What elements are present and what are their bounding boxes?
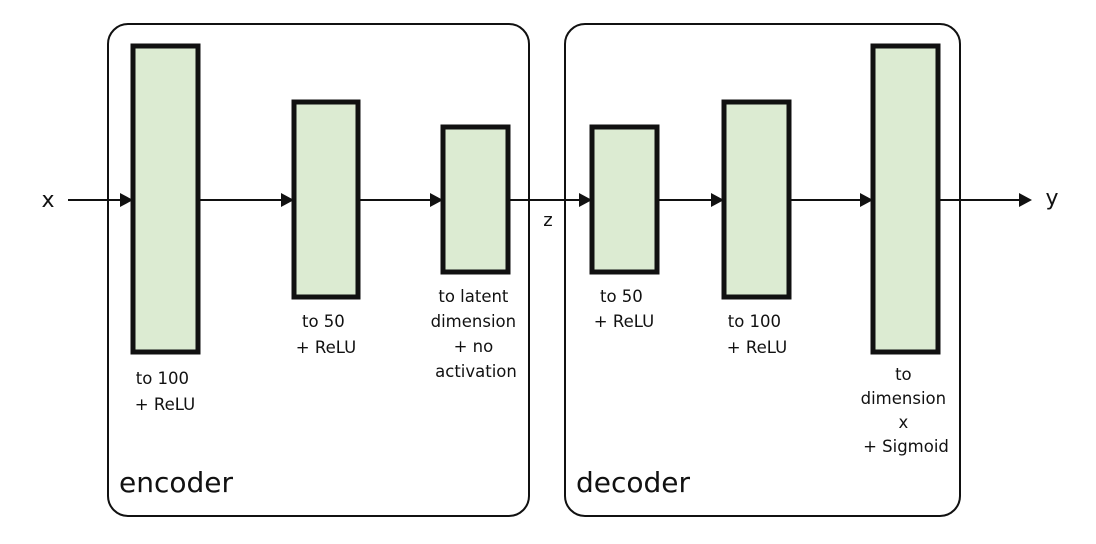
- decoder-layer-1-caption-line-1: to 50: [600, 287, 643, 306]
- decoder-layer-2-caption-line-1: to 100: [728, 312, 781, 331]
- arrowhead-dec1: [579, 193, 592, 207]
- decoder-layer-1: [589, 124, 660, 275]
- decoder-layer-2-caption: to 100 + ReLU: [727, 312, 787, 357]
- encoder-label: encoder: [119, 466, 233, 499]
- encoder-layer-3-caption-line-4: activation: [435, 362, 517, 381]
- arrowhead-enc3: [430, 193, 443, 207]
- encoder-layer-2-caption: to 50 + ReLU: [296, 312, 356, 357]
- latent-label: z: [543, 210, 552, 231]
- decoder-label: decoder: [576, 466, 691, 499]
- arrowhead-dec2: [711, 193, 724, 207]
- decoder-layer-3-caption-line-1: to: [895, 365, 912, 384]
- encoder-layer-3-caption: to latent dimension + no activation: [431, 287, 522, 381]
- arrowhead-input: [120, 193, 133, 207]
- decoder-layer-3-caption-line-4: + Sigmoid: [863, 437, 949, 456]
- decoder-layer-2-caption-line-2: + ReLU: [727, 338, 787, 357]
- encoder-layer-3-caption-line-3: + no: [454, 337, 494, 356]
- arrowhead-enc2: [281, 193, 294, 207]
- decoder-layer-2: [721, 99, 792, 300]
- encoder-layer-3-caption-line-2: dimension: [431, 312, 516, 331]
- decoder-layer-1-caption: to 50 + ReLU: [594, 287, 654, 331]
- arrowhead-output: [1019, 193, 1032, 207]
- encoder-layer-1-caption: to 100 + ReLU: [135, 369, 195, 414]
- decoder-layer-3-caption-line-3: x: [898, 413, 908, 432]
- decoder-layer-1-caption-line-2: + ReLU: [594, 312, 654, 331]
- encoder-layer-1: [130, 43, 201, 355]
- encoder-layer-1-caption-line-1: to 100: [136, 369, 189, 388]
- encoder-layer-3: [440, 124, 511, 275]
- encoder-layer-2: [291, 99, 361, 300]
- arrowhead-dec3: [860, 193, 873, 207]
- encoder-layer-2-caption-line-1: to 50: [302, 312, 345, 331]
- input-label: x: [41, 188, 54, 213]
- decoder-layer-3-caption: to dimension x + Sigmoid: [861, 365, 952, 456]
- decoder-layer-3: [870, 43, 941, 355]
- decoder-layer-3-caption-line-2: dimension: [861, 389, 946, 408]
- encoder-layer-3-caption-line-1: to latent: [438, 287, 509, 306]
- encoder-layer-2-caption-line-2: + ReLU: [296, 338, 356, 357]
- encoder-layer-1-caption-line-2: + ReLU: [135, 395, 195, 414]
- output-label: y: [1045, 186, 1058, 211]
